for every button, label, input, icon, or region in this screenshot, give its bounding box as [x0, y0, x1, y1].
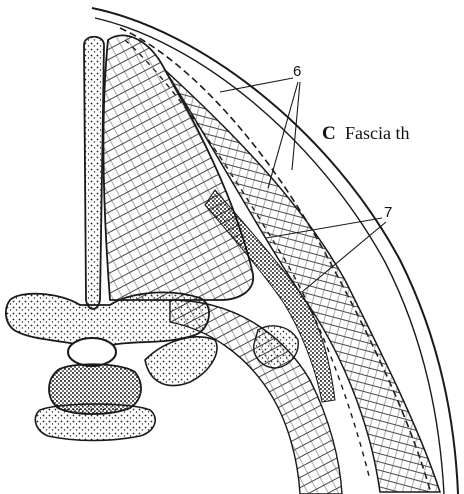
vertebral-foramen — [68, 338, 116, 366]
callout-7-label: 7 — [384, 204, 392, 221]
transverse-process — [6, 292, 209, 345]
rib — [145, 337, 217, 386]
caption-text: Fascia th — [345, 123, 410, 143]
spinous-process — [84, 37, 104, 309]
intervertebral-disc — [35, 404, 155, 441]
figure-caption: C Fascia th — [322, 123, 410, 144]
callout-6-label: 6 — [293, 63, 301, 80]
caption-letter: C — [322, 123, 336, 144]
